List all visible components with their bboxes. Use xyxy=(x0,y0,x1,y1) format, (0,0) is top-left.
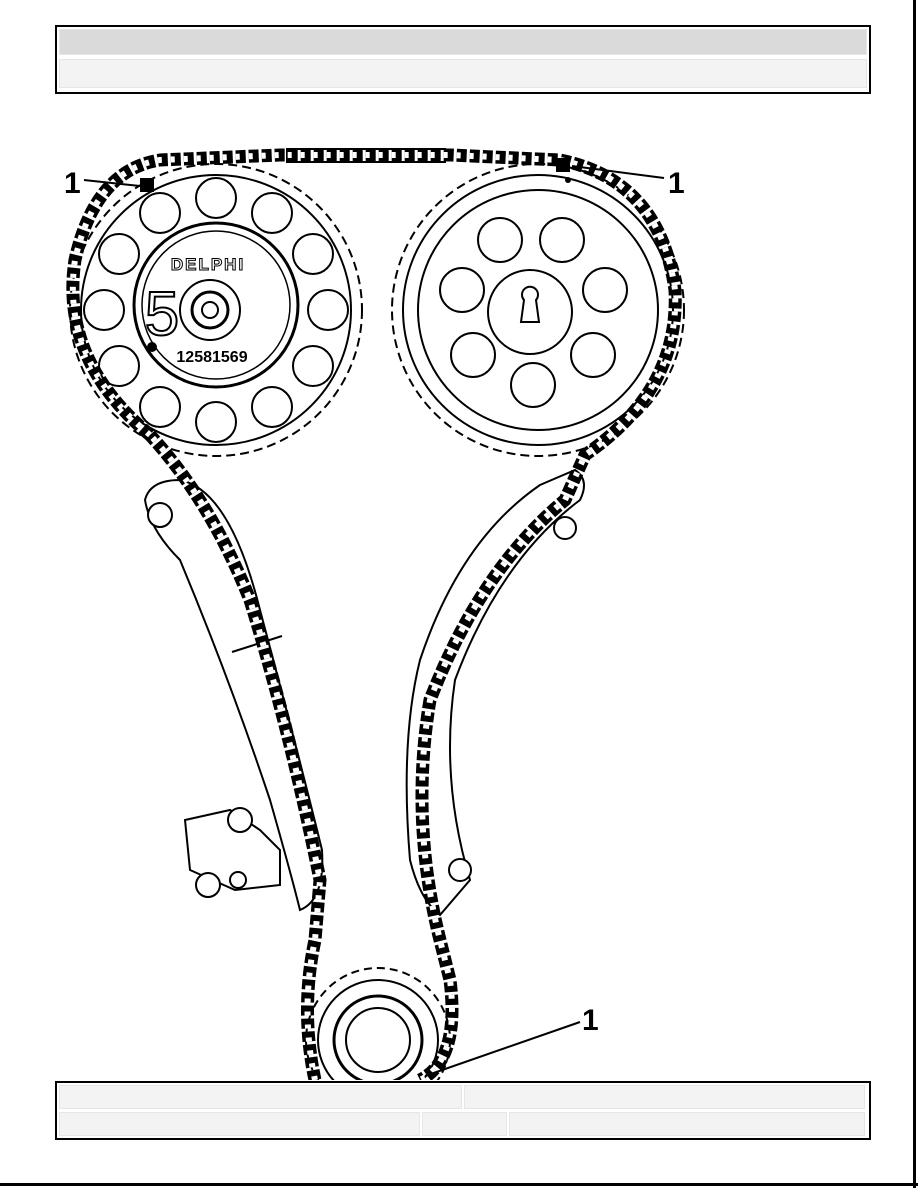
svg-text:1: 1 xyxy=(668,167,685,200)
svg-text:1: 1 xyxy=(64,167,81,200)
footer-cell xyxy=(509,1112,865,1136)
footer-cell xyxy=(422,1112,507,1136)
sprocket-number-text: 5 xyxy=(145,280,179,349)
chain-tensioner xyxy=(183,807,281,898)
svg-text:1: 1 xyxy=(582,1004,599,1037)
footer-cell xyxy=(59,1085,462,1109)
footer-cell xyxy=(59,1112,420,1136)
sprocket-part-number: 12581569 xyxy=(176,349,247,366)
header-title-row xyxy=(59,29,867,55)
exhaust-cam-sprocket xyxy=(391,163,685,457)
callout-1-left: 1 xyxy=(64,167,154,200)
header-subtitle-row xyxy=(59,59,867,88)
callout-1-bottom: 1 xyxy=(424,1004,599,1077)
page-border-right xyxy=(913,0,916,1188)
sprocket-brand-text: DELPHI xyxy=(171,255,245,274)
page-border-bottom xyxy=(0,1183,918,1186)
timing-chain-illustration: DELPHI 5 12581569 1 xyxy=(64,148,685,1080)
footer-cell xyxy=(464,1085,865,1109)
page-footer xyxy=(55,1081,871,1140)
callout-1-right: 1 xyxy=(556,158,685,200)
fixed-chain-guide xyxy=(405,468,585,917)
intake-cam-sprocket: DELPHI 5 12581569 xyxy=(69,163,363,457)
page-header xyxy=(55,25,871,94)
crankshaft-sprocket xyxy=(305,967,451,1080)
